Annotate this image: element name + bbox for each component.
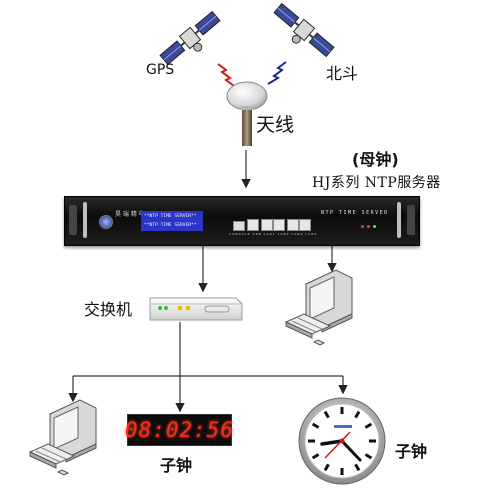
clock-tick-marks <box>308 407 376 475</box>
port-label-usb: USB <box>252 232 262 236</box>
server-series-label: HJ系列 NTP服务器 <box>312 175 441 191</box>
status-led-1 <box>361 225 364 228</box>
ntp-server-device: 昊 瑞 精 电 子 **NTP TIME SERVER** **NTP TIME… <box>64 196 420 246</box>
power-knob <box>99 215 113 229</box>
antenna-label: 天线 <box>256 114 295 136</box>
lan-port-3[interactable] <box>287 219 299 231</box>
analog-clock-label: 子钟 <box>395 442 428 461</box>
lcd-line-2: **NTP TIME SERVER** <box>144 223 197 228</box>
digital-clock-label: 子钟 <box>160 456 193 475</box>
switch-label: 交换机 <box>84 300 133 319</box>
digital-clock-time: 08:02:56 <box>124 418 235 442</box>
clock-hour-hand <box>320 439 344 446</box>
status-led-3 <box>373 225 376 228</box>
clock-minute-hand <box>340 439 362 462</box>
lan-port-1[interactable] <box>261 219 273 231</box>
gps-label: GPS <box>146 62 175 78</box>
rack-ear-right <box>407 205 415 235</box>
lan-port-4[interactable] <box>299 219 311 231</box>
usb-port[interactable] <box>247 219 259 231</box>
master-clock-title: (母钟) <box>352 150 399 169</box>
port-label-console: CONSOLE <box>229 232 251 236</box>
port-label-row: CONSOLE USB LAN1 LAN2 LAN3 LAN4 <box>229 232 317 236</box>
port-label-lan3: LAN3 <box>291 232 304 236</box>
port-label-lan1: LAN1 <box>263 232 276 236</box>
lcd-line-1: **NTP TIME SERVER** <box>144 214 197 219</box>
handle-right <box>397 202 401 238</box>
clock-second-hand <box>324 431 351 459</box>
handle-left <box>83 202 87 238</box>
port-label-lan4: LAN4 <box>305 232 318 236</box>
port-label-lan2: LAN2 <box>277 232 290 236</box>
digital-slave-clock: 08:02:56 <box>124 414 235 446</box>
console-port[interactable] <box>233 221 245 231</box>
rack-ear-left <box>69 205 77 235</box>
status-led-2 <box>367 225 370 228</box>
lan-port-2[interactable] <box>273 219 285 231</box>
server-logo: 昊 瑞 精 电 子 <box>115 211 153 218</box>
beidou-label: 北斗 <box>326 64 359 83</box>
lcd-display: **NTP TIME SERVER** **NTP TIME SERVER** <box>141 211 203 231</box>
panel-label: NTP TIME SERVER <box>321 210 389 216</box>
